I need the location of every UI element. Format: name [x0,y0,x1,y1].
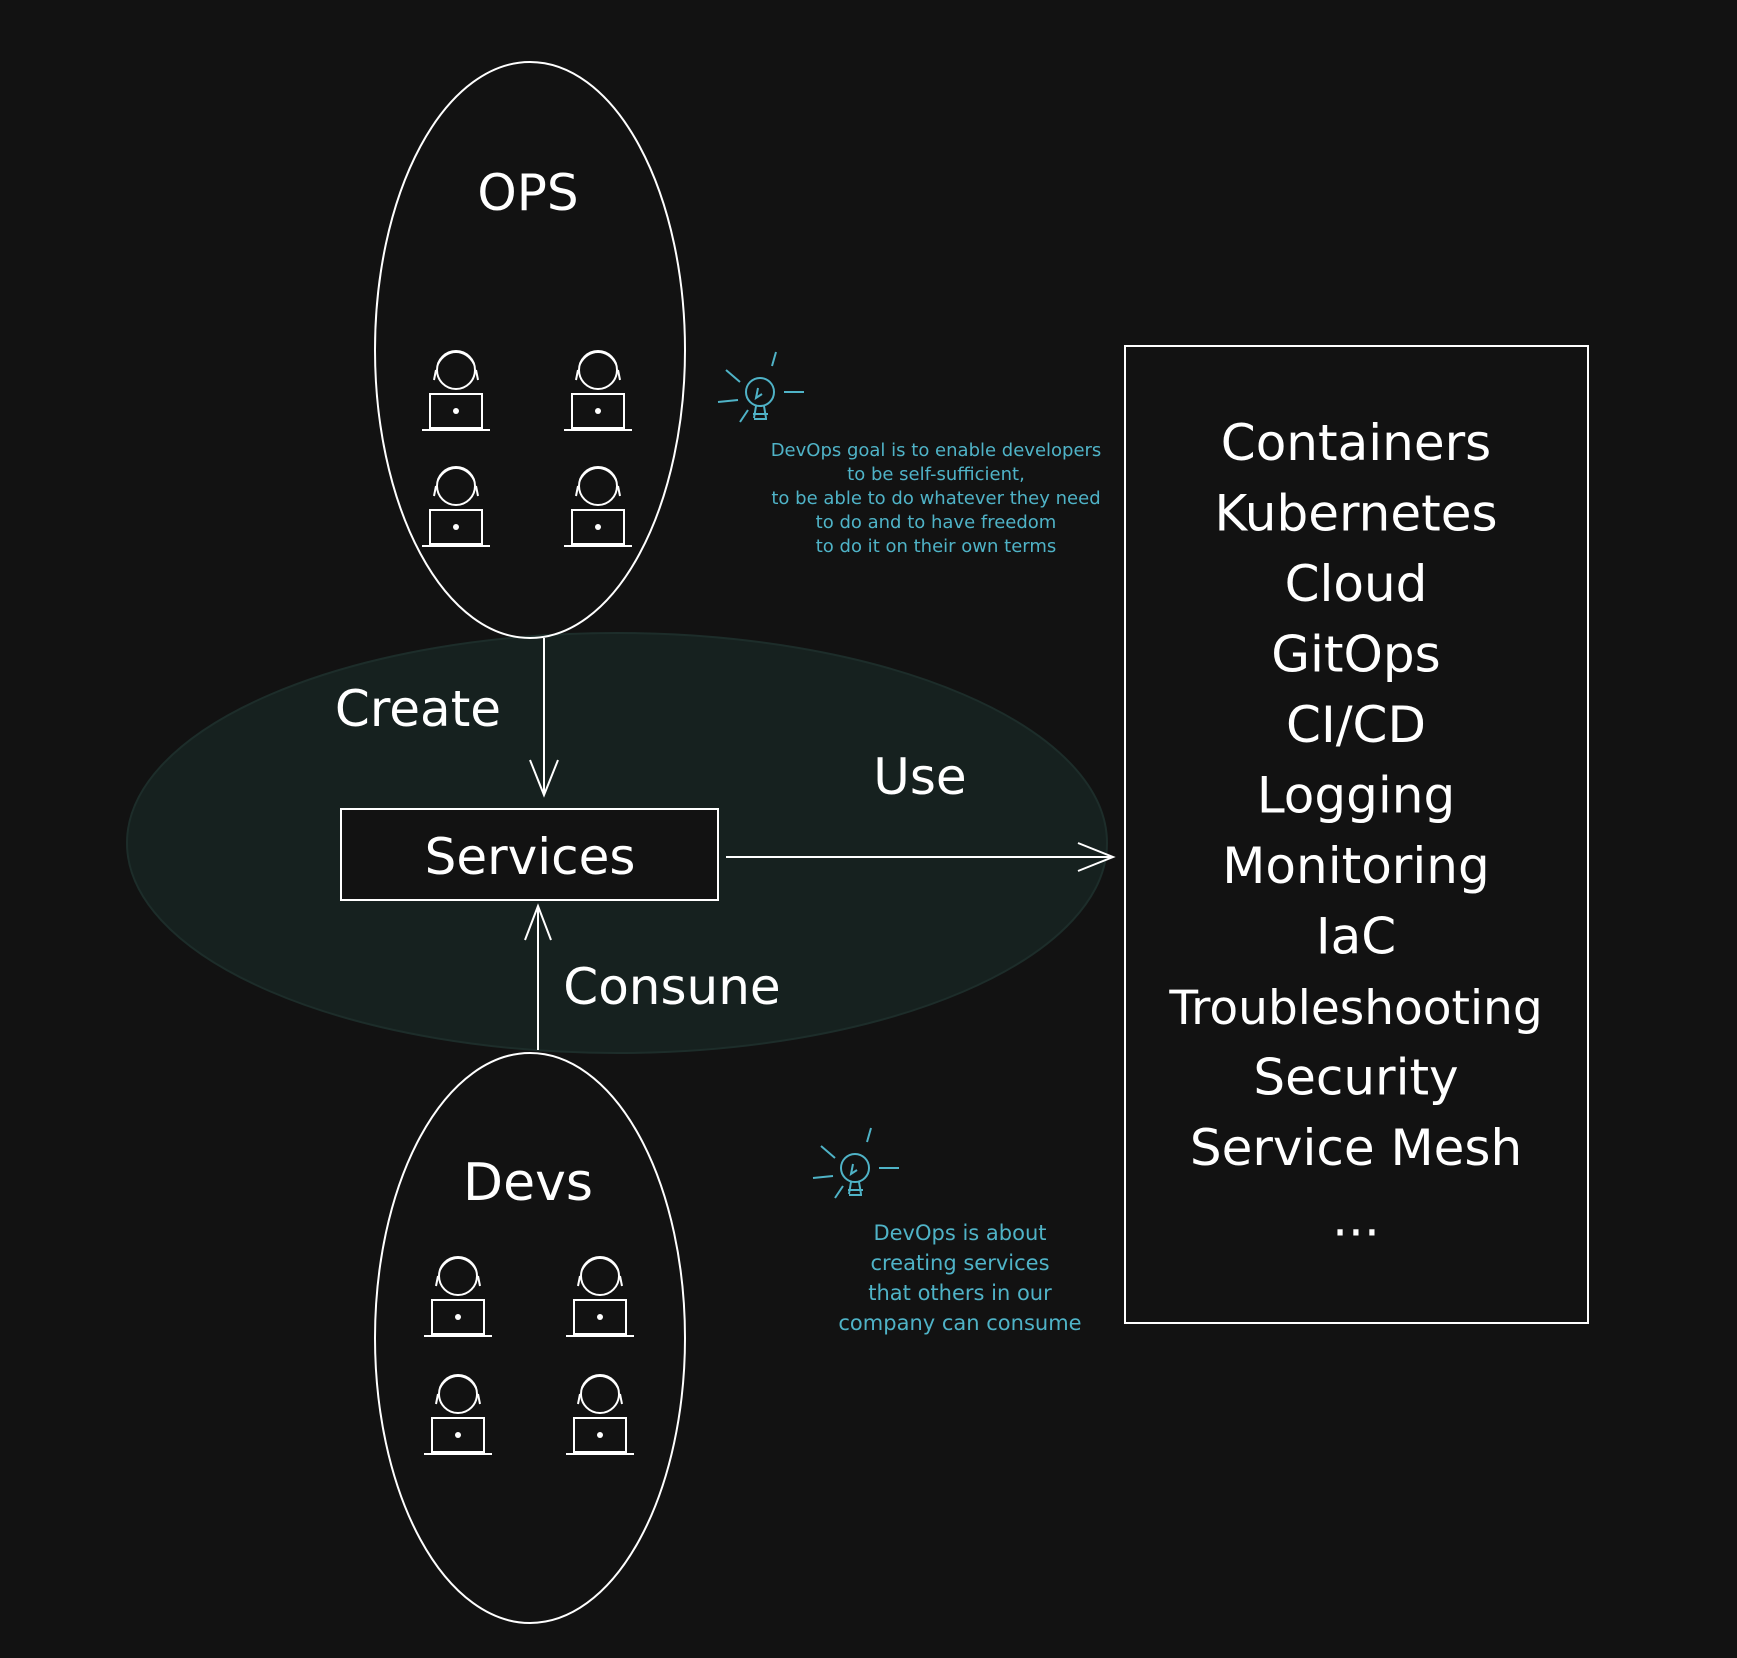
note-line: that others in our [868,1281,1052,1305]
note-line: DevOps goal is to enable developers [771,440,1102,461]
ops-label: OPS [477,164,578,222]
tech-list-item: Service Mesh [1190,1119,1522,1177]
use-arrow [726,842,1116,872]
tech-list-item: Monitoring [1222,837,1489,895]
note-line: to be able to do whatever they need [771,488,1100,509]
person-icon [421,350,491,431]
devs-ellipse [374,1052,686,1624]
tech-list-item: Security [1253,1049,1458,1107]
note-devops-about: DevOps is about creating services that oth… [838,1221,1081,1335]
person-icon [423,1256,493,1337]
tech-list-box [1124,345,1589,1324]
person-icon [565,1256,635,1337]
tech-list-item: CI/CD [1286,696,1426,754]
note-devops-goal: DevOps goal is to enable developers to be… [771,440,1102,557]
create-arrow [529,638,559,798]
lightbulb-icon [717,351,805,423]
consume-arrow [524,903,552,1050]
person-icon [563,350,633,431]
tech-list-item: Cloud [1285,555,1428,613]
tech-list-item: Troubleshooting [1168,981,1542,1036]
tech-list-item: Kubernetes [1214,485,1497,543]
person-icon [423,1374,493,1455]
person-icon [563,466,633,547]
note-line: company can consume [838,1311,1081,1335]
create-label: Create [335,680,501,738]
use-label: Use [873,748,966,806]
tech-list-item: GitOps [1271,626,1440,684]
lightbulb-icon [812,1127,900,1199]
tech-list-item: Containers [1221,414,1491,472]
consume-label: Consune [563,958,780,1016]
services-label: Services [425,828,636,886]
note-line: to do and to have freedom [816,512,1057,533]
note-line: to do it on their own terms [816,536,1057,557]
note-line: DevOps is about [873,1221,1046,1245]
ops-ellipse [374,61,686,639]
ops-team [421,350,633,547]
tech-list-item: Logging [1257,767,1455,825]
tech-list-item: IaC [1316,908,1396,966]
person-icon [421,466,491,547]
tech-list-item: ... [1332,1190,1380,1248]
note-line: creating services [870,1251,1049,1275]
services-box [340,808,719,901]
note-line: to be self-sufficient, [847,464,1025,485]
devs-label: Devs [463,1153,593,1213]
devs-team [423,1256,635,1455]
person-icon [565,1374,635,1455]
